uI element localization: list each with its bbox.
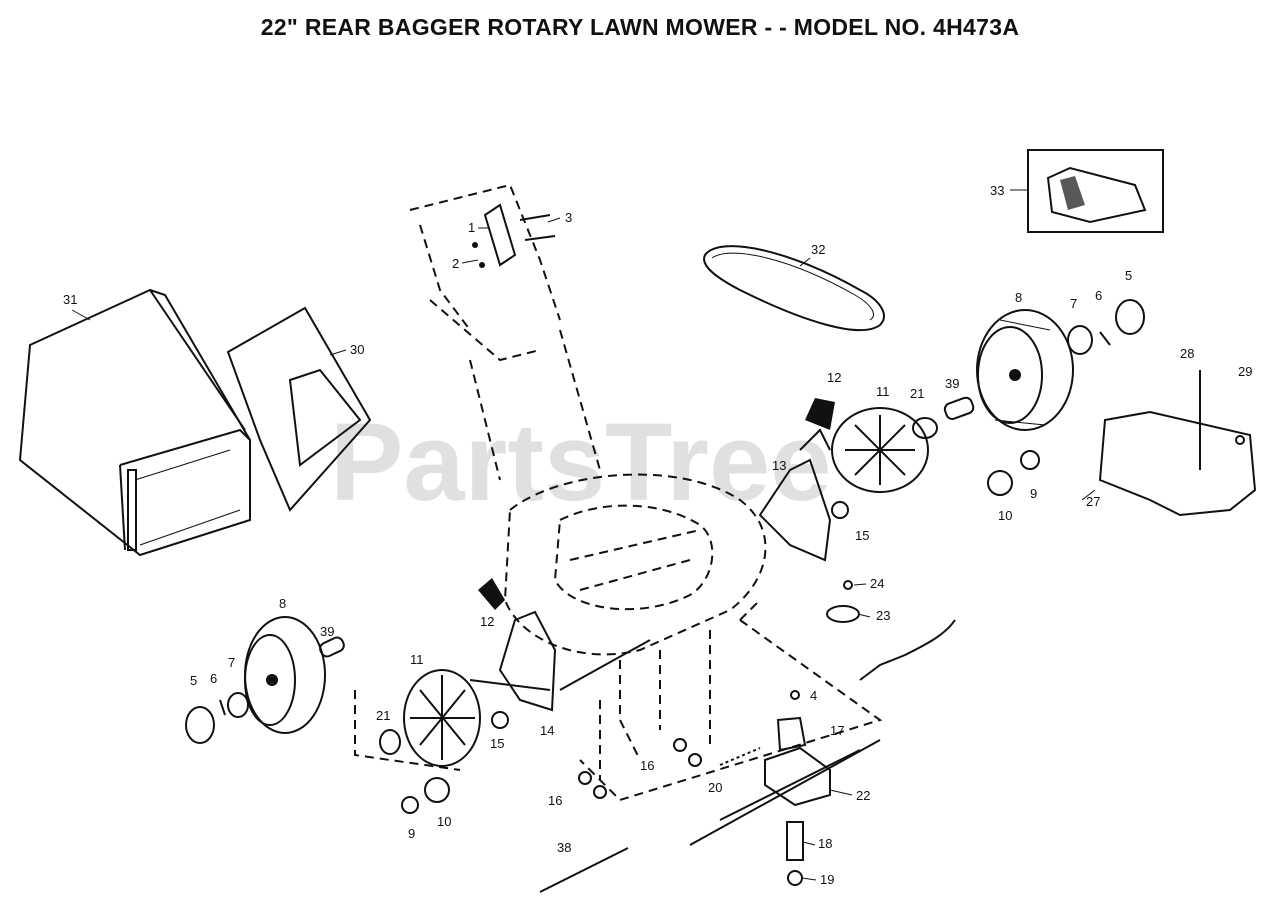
nut-24[interactable]: [843, 580, 853, 590]
callout-7-right: 7: [1070, 296, 1077, 311]
callout-33: 33: [990, 183, 1004, 198]
transmission[interactable]: [689, 739, 881, 846]
pulley-23[interactable]: [826, 605, 860, 623]
callout-27: 27: [1086, 494, 1100, 509]
bushing-right-39[interactable]: [943, 396, 975, 421]
callout-2: 2: [452, 256, 459, 271]
handle-bracket[interactable]: [472, 203, 556, 268]
callout-14: 14: [540, 723, 554, 738]
washer-right-7[interactable]: [1067, 325, 1093, 355]
diagram-title: 22" REAR BAGGER ROTARY LAWN MOWER - - MO…: [260, 14, 1020, 40]
callout-31: 31: [63, 292, 77, 307]
spring-18[interactable]: [786, 821, 804, 861]
callout-11-right: 11: [876, 384, 890, 399]
wheel-gear-cover-left[interactable]: [403, 669, 481, 767]
callout-6-right: 6: [1095, 288, 1102, 303]
callout-1: 1: [468, 220, 475, 235]
callout-12-left: 12: [480, 614, 494, 629]
washer-right-21[interactable]: [912, 417, 938, 439]
callout-28: 28: [1180, 346, 1194, 361]
washer-left-21[interactable]: [379, 729, 401, 755]
bushing-left-39[interactable]: [318, 636, 346, 659]
height-adjust-grip-right[interactable]: [805, 398, 835, 430]
callout-15-left: 15: [490, 736, 504, 751]
callout-13: 13: [772, 458, 786, 473]
height-adjust-bracket-right[interactable]: [758, 428, 832, 562]
nut-16a[interactable]: [673, 738, 687, 752]
callout-4: 4: [810, 688, 817, 703]
callout-5-right: 5: [1125, 268, 1132, 283]
spring-20[interactable]: [719, 747, 761, 766]
callout-21-left: 21: [376, 708, 390, 723]
rear-wheel-right[interactable]: [976, 309, 1074, 431]
callout-10-left: 10: [437, 814, 451, 829]
callout-22: 22: [856, 788, 870, 803]
bracket-4[interactable]: [776, 716, 807, 752]
callout-5-left: 5: [190, 673, 197, 688]
leader-lines: [71, 217, 1096, 881]
callout-16-right: 16: [640, 758, 654, 773]
callout-17: 17: [830, 723, 844, 738]
nut-19[interactable]: [787, 870, 803, 886]
callout-9-right: 9: [1030, 486, 1037, 501]
front-wheel-left[interactable]: [244, 616, 326, 734]
hubcap-left-5[interactable]: [185, 706, 215, 744]
pinion-left-10[interactable]: [424, 777, 450, 803]
callout-12-right: 12: [827, 370, 841, 385]
nut-16b[interactable]: [688, 753, 702, 767]
callout-39-right: 39: [945, 376, 959, 391]
nut-right-15[interactable]: [831, 501, 849, 519]
callout-8-left: 8: [279, 596, 286, 611]
callout-20: 20: [708, 780, 722, 795]
callout-39-left: 39: [320, 624, 334, 639]
callout-3: 3: [565, 210, 572, 225]
callout-19: 19: [820, 872, 834, 887]
height-adjust-grip-left[interactable]: [478, 578, 505, 610]
callout-38: 38: [557, 840, 571, 855]
callout-16-left: 16: [548, 793, 562, 808]
washer-left-7[interactable]: [227, 692, 249, 718]
callout-8-right: 8: [1015, 290, 1022, 305]
clip-left-9[interactable]: [401, 796, 419, 814]
wheel-gear-cover-right[interactable]: [831, 407, 929, 493]
mulch-plug-inset[interactable]: [1010, 149, 1164, 233]
nut-left-15[interactable]: [491, 711, 509, 729]
callout-30: 30: [350, 342, 364, 357]
drive-belt[interactable]: [703, 245, 885, 332]
nut-16d[interactable]: [593, 785, 607, 799]
callout-29: 29: [1238, 364, 1252, 379]
mower-deck: [503, 473, 767, 780]
axle-outline: [354, 690, 461, 771]
front-axle: [559, 639, 651, 691]
callout-9-left: 9: [408, 826, 415, 841]
pinion-right-10[interactable]: [987, 470, 1013, 496]
drive-cable[interactable]: [859, 619, 956, 681]
hubcap-right-5[interactable]: [1115, 299, 1145, 335]
axle-rod-38[interactable]: [539, 847, 629, 893]
callout-21-right: 21: [910, 386, 924, 401]
height-adjust-bracket-left[interactable]: [469, 610, 557, 712]
callout-7-left: 7: [228, 655, 235, 670]
watermark: PartsTree: [330, 401, 831, 524]
rear-deflector[interactable]: [1098, 370, 1257, 517]
callout-10-right: 10: [998, 508, 1012, 523]
transmission-outline: [579, 619, 883, 802]
clip-right-9[interactable]: [1020, 450, 1040, 470]
nut-16c[interactable]: [578, 771, 592, 785]
callout-18: 18: [818, 836, 832, 851]
grass-bag[interactable]: [18, 288, 251, 557]
callout-labels: 1 2 3 4 5 5 6 6 7 7 8 8 9 9 10 10 11 11 …: [63, 183, 1252, 887]
clip-left-6[interactable]: [219, 699, 226, 716]
handle-outline: [409, 183, 601, 481]
bag-frame[interactable]: [226, 306, 372, 512]
callout-6-left: 6: [210, 671, 217, 686]
callout-24: 24: [870, 576, 884, 591]
callout-15-right: 15: [855, 528, 869, 543]
clip-right-6[interactable]: [1099, 331, 1111, 346]
callout-11-left: 11: [410, 652, 424, 667]
callout-23: 23: [876, 608, 890, 623]
callout-32: 32: [811, 242, 825, 257]
